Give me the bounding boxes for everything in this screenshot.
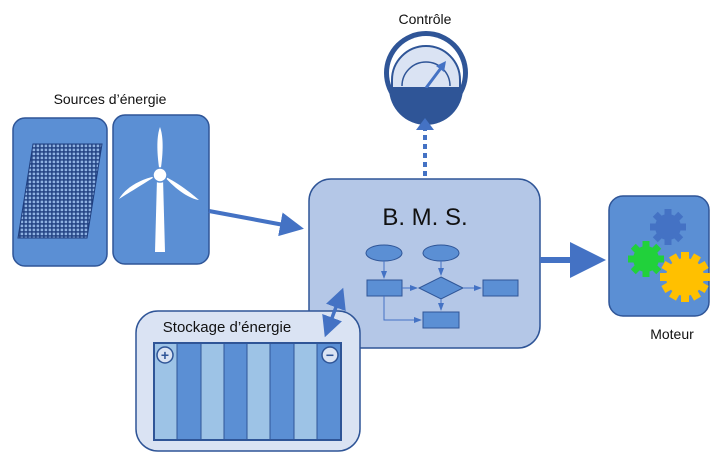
plus-terminal-symbol: +	[161, 347, 169, 363]
solar-panel-tile	[12, 117, 108, 267]
gears-icon	[628, 209, 710, 302]
battery-icon: + −	[153, 342, 342, 441]
wind-turbine-tile	[112, 114, 210, 265]
storage-label: Stockage d’énergie	[163, 319, 291, 336]
storage-box: Stockage d’énergie + −	[135, 310, 361, 452]
storage-bms-double-arrow	[322, 287, 346, 338]
bms-label: B. M. S.	[382, 204, 467, 231]
motor-label: Moteur	[650, 326, 694, 342]
solar-panel-icon	[17, 143, 103, 239]
wind-turbine-icon	[119, 127, 199, 252]
sources-to-bms-arrow	[208, 209, 304, 237]
minus-terminal-symbol: −	[326, 347, 334, 363]
control-label: Contrôle	[399, 11, 452, 27]
motor-tile	[608, 195, 710, 317]
plus-terminal-icon	[156, 346, 174, 364]
bms-box: B. M. S.	[308, 178, 541, 349]
sources-label: Sources d’énergie	[54, 91, 167, 107]
gauge-icon	[384, 31, 468, 125]
minus-terminal-icon	[321, 346, 339, 364]
flowchart-connectors	[381, 261, 482, 323]
